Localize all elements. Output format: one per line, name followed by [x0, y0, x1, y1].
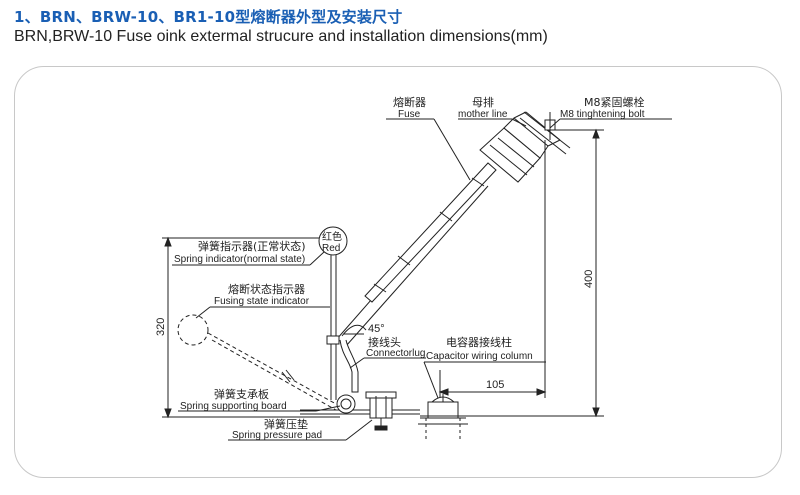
fusing-state-label-en: Fusing state indicator: [214, 296, 310, 307]
connector-lug: [339, 324, 367, 393]
mother-line-label-cn: 母排: [472, 95, 494, 109]
spring-indicator: [318, 226, 348, 400]
title-english: BRN,BRW-10 Fuse oink extermal strucure a…: [14, 28, 548, 45]
capacitor-label-en: Capacitor wiring column: [426, 351, 533, 362]
spring-board-label-en: Spring supporting board: [180, 401, 287, 412]
capacitor-wiring-column: [418, 394, 468, 440]
spring-indicator-label-cn: 弹簧指示器(正常状态): [198, 239, 306, 253]
diagram-frame: [14, 66, 782, 478]
angle-label: 45°: [368, 323, 385, 335]
fuse-tube: [335, 111, 561, 347]
spring-supporting-board: [300, 394, 420, 415]
dimension-400: [448, 128, 604, 418]
spring-indicator-label-en: Spring indicator(normal state): [174, 254, 305, 265]
bolt-label-cn: M8紧固螺栓: [584, 95, 645, 109]
pressure-pad-label-en: Spring pressure pad: [232, 430, 322, 441]
title-chinese: 1、BRN、BRW-10、BR1-10型熔断器外型及安装尺寸: [14, 8, 403, 26]
spring-board-label-cn: 弹簧支承板: [214, 387, 269, 401]
mother-line-label-en: mother line: [458, 109, 508, 120]
fuse-label-en: Fuse: [398, 109, 421, 120]
capacitor-label-cn: 电容器接线柱: [446, 335, 512, 349]
spring-pressure-pad: [365, 391, 397, 431]
dimension-400-label: 400: [583, 270, 595, 288]
fuse-label-cn: 熔断器: [393, 95, 426, 109]
bolt-label-en: M8 tinghtening bolt: [560, 109, 645, 120]
dimension-320: [162, 236, 340, 419]
dimension-105: [438, 370, 547, 398]
fusing-state-indicator: [177, 314, 337, 411]
leader-lines: [172, 118, 672, 441]
connector-label-en: Connectorlug: [366, 348, 425, 359]
m8-bolt: [544, 112, 556, 140]
red-label-en: Red: [322, 243, 340, 254]
red-label-cn: 红色: [322, 230, 342, 243]
connector-label-cn: 接线头: [368, 335, 401, 349]
dimension-105-label: 105: [486, 379, 504, 391]
fusing-state-label-cn: 熔断状态指示器: [228, 282, 305, 296]
pressure-pad-label-cn: 弹簧压垫: [264, 417, 308, 431]
dimension-320-label: 320: [155, 318, 167, 336]
